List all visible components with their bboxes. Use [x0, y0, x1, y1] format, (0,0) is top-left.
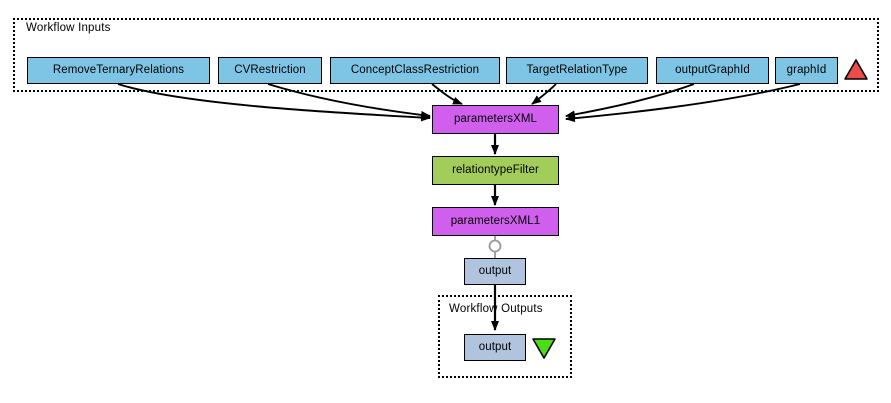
input-node-TargetRelationType[interactable]: TargetRelationType — [506, 57, 648, 84]
input-node-ConceptClassRestriction[interactable]: ConceptClassRestriction — [330, 57, 500, 84]
input-node-CVRestriction[interactable]: CVRestriction — [218, 57, 322, 84]
input-node-RemoveTernaryRelations[interactable]: RemoveTernaryRelations — [27, 57, 210, 84]
processor-node-relationtypeFilter[interactable]: relationtypeFilter — [432, 156, 559, 185]
triangle-up-red-icon — [844, 59, 868, 80]
workflow-inputs-group — [13, 18, 879, 92]
workflow-outputs-label: Workflow Outputs — [449, 303, 543, 315]
workflow-outputs-group — [438, 295, 572, 378]
output-port-node[interactable]: output — [464, 258, 526, 285]
input-node-outputGraphId[interactable]: outputGraphId — [656, 57, 769, 84]
workflow-inputs-label: Workflow Inputs — [26, 22, 111, 34]
edge-parametersXML1-to-output-port — [488, 235, 502, 259]
processor-node-parametersXML1[interactable]: parametersXML1 — [432, 207, 559, 236]
processor-node-parametersXML[interactable]: parametersXML — [432, 105, 559, 134]
input-node-graphId[interactable]: graphId — [775, 57, 838, 84]
output-sink-node[interactable]: output — [464, 334, 526, 361]
triangle-down-green-icon — [532, 338, 556, 359]
